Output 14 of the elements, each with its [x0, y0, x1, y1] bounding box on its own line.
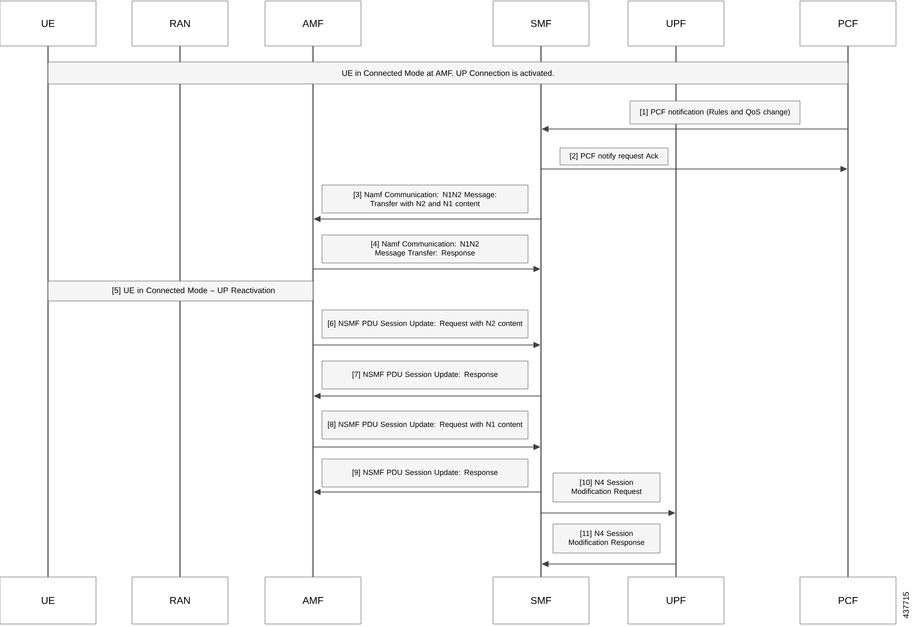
participant-box: UPF [628, 576, 724, 624]
participant-box: SMF [492, 0, 590, 46]
participant-box: UE [0, 0, 96, 46]
participant-box: SMF [492, 576, 590, 624]
participant-box: AMF [264, 576, 362, 624]
participant-box: RAN [132, 0, 228, 46]
participant-box: UE [0, 576, 96, 624]
participant-box: AMF [264, 0, 362, 46]
participant-box: UPF [628, 0, 724, 46]
participant-box: RAN [132, 576, 228, 624]
state-band: UE in Connected Mode at AMF. UP Connection is activated. [48, 62, 848, 84]
state-band: [5] UE in Connected Mode – UP Reactivation [48, 280, 314, 302]
participant-box: PCF [800, 0, 896, 46]
participant-box: PCF [800, 576, 896, 624]
